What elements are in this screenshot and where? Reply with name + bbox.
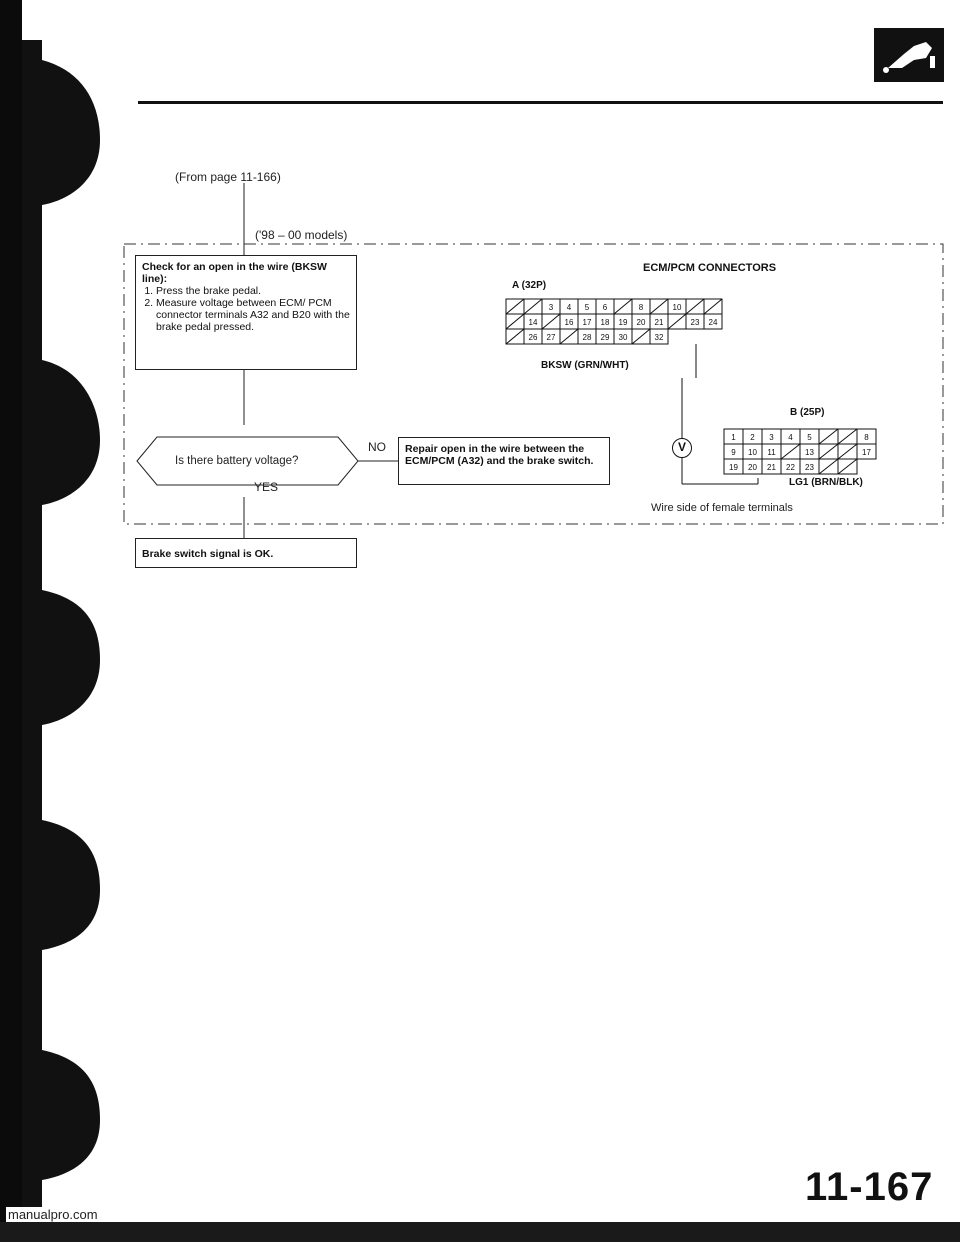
connector-b-empty-mark xyxy=(837,428,858,445)
connector-b-terminal-number: 21 xyxy=(767,463,776,472)
connector-b-empty-mark xyxy=(837,443,858,460)
connector-a-terminal-number: 6 xyxy=(603,303,608,312)
footer-source-text: manualpro.com xyxy=(6,1207,100,1222)
check-step-2: Measure voltage between ECM/ PCM connect… xyxy=(156,297,350,333)
decision-question: Is there battery voltage? xyxy=(175,455,299,467)
connector-a-terminal-number: 30 xyxy=(619,333,628,342)
connector-b-terminal-number: 19 xyxy=(729,463,738,472)
connector-a-terminal-number: 20 xyxy=(637,318,646,327)
check-step-title: Check for an open in the wire (BKSW line… xyxy=(142,261,327,285)
connector-b-terminal-number: 22 xyxy=(786,463,795,472)
connector-a-cell xyxy=(649,328,669,345)
connector-a-terminal-number: 24 xyxy=(709,318,718,327)
fuel-system-icon xyxy=(874,28,944,82)
connector-b-cell xyxy=(856,443,877,460)
connector-a-empty-mark xyxy=(523,298,543,315)
footer-bar xyxy=(0,1222,960,1242)
connector-b-terminal-number: 8 xyxy=(864,433,869,442)
connector-b-empty-mark xyxy=(818,428,839,445)
connector-a-empty-mark xyxy=(667,313,687,330)
voltmeter-label: V xyxy=(677,440,686,454)
connector-a-cell xyxy=(703,313,723,330)
page-number: 11-167 xyxy=(805,1165,934,1209)
connector-a-terminal-number: 23 xyxy=(691,318,700,327)
connector-a-empty-mark xyxy=(505,328,525,345)
connector-a-terminal-number: 28 xyxy=(583,333,592,342)
connector-a-terminal-number: 18 xyxy=(601,318,610,327)
connector-b-empty-mark xyxy=(837,458,858,475)
repair-step-box: Repair open in the wire between the ECM/… xyxy=(398,437,610,485)
connector-a-terminal-number: 29 xyxy=(601,333,610,342)
connector-a-terminal-number: 10 xyxy=(673,303,682,312)
connector-a-empty-mark xyxy=(505,313,525,330)
connector-b-terminal-number: 17 xyxy=(862,448,871,457)
connector-b-terminal-number: 11 xyxy=(767,448,776,457)
check-step-1: Press the brake pedal. xyxy=(156,285,350,297)
connector-a-empty-mark xyxy=(613,298,633,315)
connector-a-terminal-number: 8 xyxy=(639,303,644,312)
connector-a-terminal-number: 5 xyxy=(585,303,590,312)
connector-a-terminal-number: 32 xyxy=(655,333,664,342)
check-step-list: Press the brake pedal. Measure voltage b… xyxy=(142,285,350,333)
connector-a-empty-mark xyxy=(559,328,579,345)
connector-b-label: B (25P) xyxy=(790,407,825,418)
connector-b-empty-mark xyxy=(780,443,801,460)
connector-b-terminal-number: 10 xyxy=(748,448,757,457)
from-page-reference: (From page 11-166) xyxy=(175,170,281,184)
connector-a-label: A (32P) xyxy=(512,280,547,291)
no-branch-label: NO xyxy=(368,440,386,454)
voltmeter-symbol: V xyxy=(672,438,692,458)
connector-a-empty-mark xyxy=(685,298,705,315)
connector-a-terminal-number: 27 xyxy=(547,333,556,342)
connector-b-terminal-number: 23 xyxy=(805,463,814,472)
connector-a-terminal-number: 17 xyxy=(583,318,592,327)
connector-b-terminal-number: 5 xyxy=(807,433,812,442)
connector-a-terminal-number: 19 xyxy=(619,318,628,327)
connector-a-empty-mark xyxy=(541,313,561,330)
wire-bksw-label: BKSW (GRN/WHT) xyxy=(541,360,629,371)
header-rule xyxy=(138,101,943,104)
connector-a-terminal-number: 16 xyxy=(565,318,574,327)
connector-b-terminal-number: 3 xyxy=(769,433,774,442)
connector-a-terminal-number: 26 xyxy=(529,333,538,342)
connector-a-terminal-number: 3 xyxy=(549,303,554,312)
connector-a-empty-mark xyxy=(703,298,723,315)
diagram-caption: Wire side of female terminals xyxy=(651,502,793,514)
connector-a-terminal-number: 21 xyxy=(655,318,664,327)
connector-b-terminal-number: 13 xyxy=(805,448,814,457)
result-ok-box: Brake switch signal is OK. xyxy=(135,538,357,568)
connector-b-terminal-number: 9 xyxy=(731,448,736,457)
connector-a-diagram: 3 4 5 6 8 10 14 16 17 18 19 20 21 23 24 26 27 28 29 30 32 xyxy=(505,298,723,345)
connector-a-terminal-number: 14 xyxy=(529,318,538,327)
connector-b-terminal-number: 1 xyxy=(731,433,736,442)
connector-a-terminal-number: 4 xyxy=(567,303,572,312)
wire-lg1-label: LG1 (BRN/BLK) xyxy=(789,477,863,488)
yes-branch-label: YES xyxy=(254,480,279,494)
connector-b-empty-mark xyxy=(818,443,839,460)
connector-a-empty-mark xyxy=(649,298,669,315)
connector-a-empty-mark xyxy=(505,298,525,315)
connector-b-terminal-number: 4 xyxy=(788,433,793,442)
check-step-box: Check for an open in the wire (BKSW line… xyxy=(135,255,357,370)
connector-b-empty-mark xyxy=(818,458,839,475)
model-range-label: ('98 – 00 models) xyxy=(255,228,348,242)
connector-b-terminal-number: 20 xyxy=(748,463,757,472)
page-binding-edge xyxy=(0,0,100,1242)
connector-diagram-title: ECM/PCM CONNECTORS xyxy=(643,262,777,274)
connector-a-empty-mark xyxy=(631,328,651,345)
connector-b-terminal-number: 2 xyxy=(750,433,755,442)
